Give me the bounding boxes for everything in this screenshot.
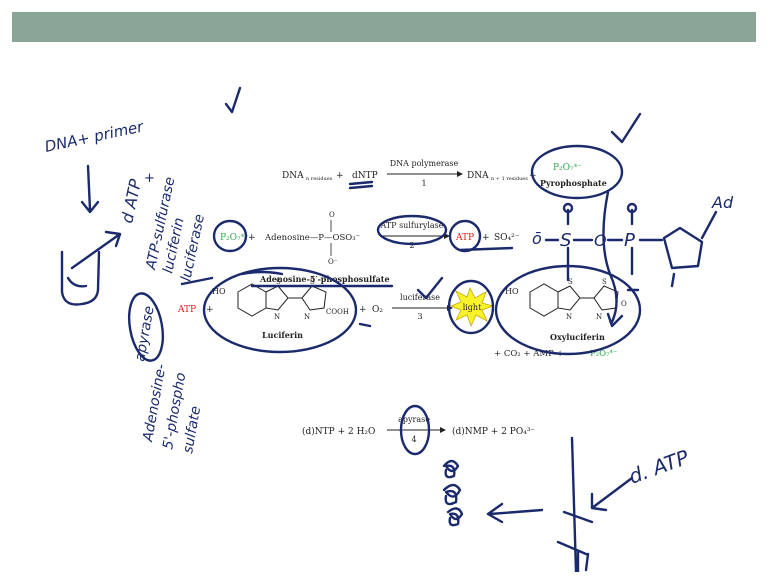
r1-enzyme: DNA polymerase: [390, 159, 459, 168]
hw-aps-ominus: ō: [532, 229, 542, 248]
r1-dna-product: DNA: [467, 171, 489, 181]
r3-plus2: +: [359, 305, 367, 315]
slide-header-bar: [12, 12, 756, 42]
r2-atp: ATP: [455, 233, 474, 243]
luciferin-cooh: COOH: [326, 308, 349, 316]
r3-atp: ATP: [177, 305, 196, 315]
hw-aps-p-o-bottom: [628, 248, 638, 290]
oxyluciferin-o: O: [621, 300, 627, 308]
reaction-4: (d)NTP + 2 H₂O apyrase 4 (d)NMP + 2 PO₄³…: [302, 415, 535, 444]
luciferin-n1: N: [274, 313, 280, 321]
hw-aps-structure: ō S O P Ad: [532, 192, 734, 326]
oxyluciferin-thiazole: [558, 286, 580, 310]
r3-step: 3: [417, 312, 422, 321]
oxyluciferin-structure: HO S N S N O Oxyluciferin: [505, 278, 627, 342]
luciferin-thiazole: [266, 286, 288, 310]
hw-ribose-oh: [672, 274, 674, 286]
hw-ribose-base-bond: [702, 212, 716, 238]
slide-drawing: DNA n residues + dNTP DNA polymerase 1 D…: [12, 42, 756, 572]
hw-apyrase: apyrase: [132, 305, 157, 363]
oxyluciferin-ho: HO: [505, 287, 519, 296]
r3-enzyme: luciferase: [400, 293, 440, 302]
hw-datp-right: d. ATP: [626, 445, 693, 489]
hw-o2-mark: [360, 324, 370, 326]
hw-ribose-ring: [664, 228, 702, 268]
r2-enzyme: ATP sulfurylase: [379, 221, 443, 230]
r4-reactants: (d)NTP + 2 H₂O: [302, 426, 375, 437]
hw-dntp-underline: [350, 182, 372, 188]
hw-aps-p: P: [624, 230, 635, 251]
hw-ad: Ad: [711, 193, 734, 212]
hw-sulfate: sulfate: [180, 405, 204, 455]
r2-sulfate: SO₄²⁻: [494, 233, 520, 243]
hw-wavy-cleavage: [603, 192, 616, 322]
r1-ppi: P₂O₇⁴⁻: [553, 163, 582, 173]
r3-light: light: [463, 303, 482, 312]
oxyluciferin-n1: N: [566, 313, 572, 321]
r1-pyrophosphate-label: Pyrophosphate: [540, 178, 607, 188]
r2-step: 2: [409, 241, 414, 250]
r3-o2: O₂: [372, 305, 383, 315]
hw-left-arrow: [72, 232, 120, 268]
oxyluciferin-benzene: [530, 284, 558, 316]
hw-down-arrow: [82, 166, 98, 212]
luciferin-s1: S: [276, 278, 281, 286]
hw-dna-primer: DNA+ primer: [43, 117, 146, 156]
hw-aps-p-o-top: [628, 204, 636, 224]
r4-products: (d)NMP + 2 PO₄³⁻: [452, 426, 535, 437]
hw-datp: d ATP: [117, 177, 145, 225]
luciferin-n2: N: [304, 313, 310, 321]
hw-left-arrow-bottom: [488, 504, 542, 522]
hw-aps-s: S: [560, 230, 571, 251]
r1-plus1: +: [336, 171, 344, 181]
hw-strand-drawing: [558, 438, 592, 572]
hw-check-top: [226, 88, 240, 112]
r2-aps-o-bottom: O⁻: [328, 258, 338, 266]
r4-step: 4: [411, 435, 416, 444]
luciferin-structure: HO S N S N COOH Luciferin: [212, 278, 349, 340]
r1-step: 1: [421, 179, 426, 188]
hw-aps-s-o-top: [564, 204, 572, 224]
hw-scribble-tangle: [444, 461, 462, 525]
hw-plus: +: [144, 171, 155, 186]
r1-dna-product-sub: n + 1 residues: [491, 176, 528, 182]
r2-plus1: +: [248, 233, 256, 243]
r3-plus1: +: [206, 305, 214, 315]
oxyluciferin-n2: N: [596, 313, 602, 321]
handwritten-annotations: DNA+ primer d ATP + ATP-sulfurase lucife…: [43, 88, 734, 572]
r2-aps-o-top: O: [329, 211, 335, 219]
luciferin-s2: S: [310, 278, 315, 286]
r1-dna-sub: n residues: [306, 176, 333, 182]
luciferin-thiazoline: [302, 286, 326, 310]
r2-aps: Adenosine—P—OSO₃⁻: [264, 233, 360, 243]
r4-arrowhead: [440, 427, 446, 433]
luciferin-label: Luciferin: [262, 330, 303, 340]
luciferin-benzene: [238, 284, 266, 316]
oxyluciferin-s2: S: [602, 278, 607, 286]
oxyluciferin-label: Oxyluciferin: [550, 332, 605, 342]
hw-check-1: [612, 114, 640, 142]
r1-dntp: dNTP: [352, 171, 378, 181]
hw-datp-arrow: [592, 478, 632, 510]
hw-tube-liquid: [68, 278, 86, 286]
r1-dna: DNA: [282, 171, 304, 181]
r1-arrowhead: [457, 171, 463, 177]
r2-plus2: +: [482, 233, 490, 243]
reaction-1: DNA n residues + dNTP DNA polymerase 1 D…: [282, 159, 607, 188]
slide-canvas: DNA n residues + dNTP DNA polymerase 1 D…: [12, 42, 756, 572]
